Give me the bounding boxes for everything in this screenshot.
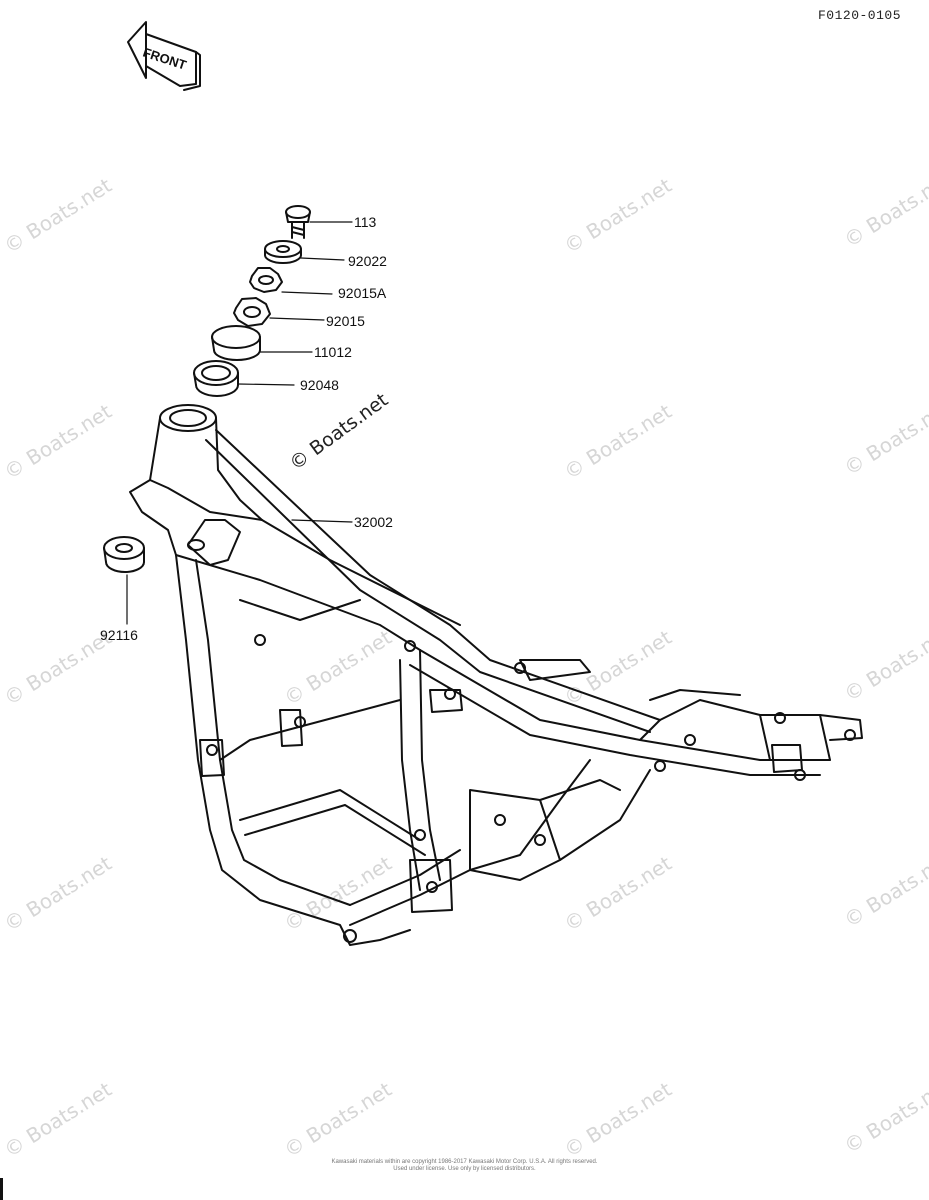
part-label-92022: 92022 xyxy=(348,253,387,269)
part-label-32002: 32002 xyxy=(354,514,393,530)
washer-92022 xyxy=(264,240,302,264)
bolt-113 xyxy=(285,205,311,239)
leader-lines xyxy=(126,221,353,625)
ring-92048 xyxy=(193,360,239,397)
front-arrow-icon xyxy=(127,21,201,91)
cap-11012 xyxy=(211,325,261,361)
copyright-line: Kawasaki materials within are copyright … xyxy=(331,1159,598,1165)
part-label-92048: 92048 xyxy=(300,377,339,393)
bushing-92116 xyxy=(103,536,145,573)
page-edge-mark xyxy=(0,1178,3,1200)
part-label-11012: 11012 xyxy=(314,344,352,360)
frame-32002 xyxy=(129,404,863,946)
diagram-code: F0120-0105 xyxy=(817,8,901,23)
part-label-92015a: 92015A xyxy=(338,285,387,301)
part-label-113: 113 xyxy=(354,214,377,230)
copyright-notice: Kawasaki materials within are copyright … xyxy=(0,1159,929,1173)
nut-92015a xyxy=(249,267,283,293)
part-label-92116: 92116 xyxy=(100,627,138,643)
nut-92015 xyxy=(233,297,271,327)
copyright-line: Used under license. Use only by licensed… xyxy=(393,1166,536,1172)
part-label-92015: 92015 xyxy=(326,313,365,329)
